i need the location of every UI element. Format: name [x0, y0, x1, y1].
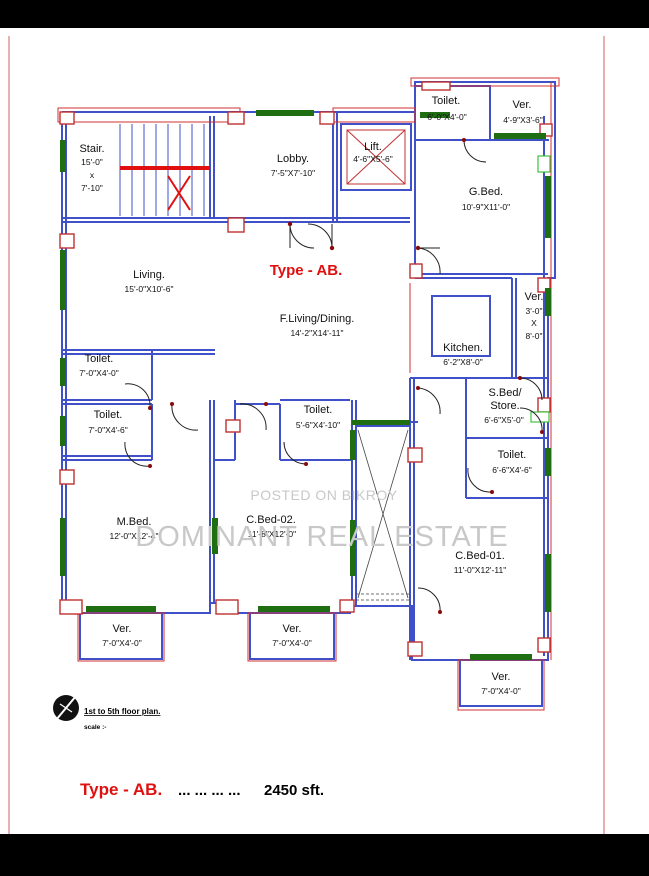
room-g-bed-label: G.Bed. [469, 186, 503, 198]
room-m-bed-label: M.Bed. [117, 516, 152, 528]
room-toilet-c-dim: 5'-6"X4'-10" [296, 420, 340, 430]
windows [60, 110, 551, 660]
room-kitchen-dim: 6'-2"X8'-0" [443, 357, 483, 367]
room-s-bed-label: S.Bed/ [488, 387, 522, 399]
legend-scale: scale :- [84, 724, 106, 731]
north-symbol-icon [53, 695, 79, 721]
room-stair-dim: 15'-0" [81, 157, 103, 167]
plan-type-tag: Type - AB. [270, 262, 343, 279]
room-ver-top-label: Ver. [513, 99, 532, 111]
columns [59, 81, 553, 657]
door-hinges [148, 138, 544, 614]
room-toilet-top-label: Toilet. [432, 95, 461, 107]
room-s-bed-dim: 6'-6"X5'-0" [484, 415, 524, 425]
room-ver-kitchen-label: Ver. [525, 291, 544, 303]
doors [124, 139, 543, 613]
footer-type: Type - AB. [80, 780, 162, 799]
walls [61, 81, 556, 707]
room-c-bed-02-label: C.Bed-02. [246, 514, 296, 526]
room-c-bed-01-dim: 11'-0"X12'-11" [454, 565, 506, 575]
room-ver-c2-label: Ver. [283, 623, 302, 635]
room-c-bed-01-label: C.Bed-01. [455, 550, 505, 562]
room-ver-c1-label: Ver. [492, 671, 511, 683]
room-lift-label: Lift. [364, 141, 382, 153]
legend-floor-title: 1st to 5th floor plan. [84, 707, 160, 716]
room-ver-kitchen-dim-x: X [531, 318, 537, 328]
room-toilet-left-label: Toilet. [85, 353, 114, 365]
room-ver-kitchen-dim-2: 8'-0" [526, 331, 543, 341]
floor-plan-sheet: Stair. 15'-0" x 7'-10" Lobby. 7'-5"X7'-1… [0, 28, 649, 834]
room-living-dim: 15'-0"X10'-6" [125, 284, 174, 294]
room-ver-kitchen-dim: 3'-0" [526, 306, 543, 316]
room-stair-dim-x: x [90, 170, 95, 180]
room-lobby-dim: 7'-5"X7'-10" [271, 168, 315, 178]
room-toilet-top-dim: 6'-0"X4'-0" [427, 112, 467, 122]
duct-shaft [356, 429, 410, 601]
room-f-living-label: F.Living/Dining. [280, 313, 355, 325]
room-ver-c2-dim: 7'-0"X4'-0" [272, 638, 312, 648]
stair-arrows [120, 166, 210, 211]
room-g-bed-dim: 10'-9"X11'-0" [462, 202, 510, 212]
room-living-label: Living. [133, 269, 165, 281]
room-toilet-m-dim: 7'-0"X4'-6" [88, 425, 128, 435]
footer-area: 2450 sft. [264, 782, 324, 799]
room-store-label: Store. [490, 400, 519, 412]
room-ver-top-dim: 4'-9"X3'-6" [503, 115, 543, 125]
room-c-bed-02-dim: 11'-8"X12'-0" [248, 529, 296, 539]
green-markers [530, 155, 551, 423]
lift-shaft [346, 129, 406, 185]
footer-dots: ... ... ... ... [178, 782, 241, 799]
room-m-bed-dim: 12'-0"X12'-4" [110, 531, 159, 541]
room-toilet-left-dim: 7'-0"X4'-0" [79, 368, 119, 378]
room-toilet-r-dim: 6'-6"X4'-6" [492, 465, 532, 475]
watermark-company: DOMINANT REAL ESTATE [135, 521, 508, 553]
room-stair-dim-2: 7'-10" [81, 183, 103, 193]
room-toilet-m-label: Toilet. [94, 409, 123, 421]
room-ver-m-label: Ver. [113, 623, 132, 635]
room-lift-dim: 4'-6"X5'-6" [353, 154, 393, 164]
watermark-posted-on: POSTED ON BIKROY [250, 487, 397, 503]
room-lobby-label: Lobby. [277, 153, 309, 165]
room-ver-c1-dim: 7'-0"X4'-0" [481, 686, 521, 696]
room-kitchen-label: Kitchen. [443, 342, 483, 354]
room-f-living-dim: 14'-2"X14'-11" [290, 328, 343, 338]
room-stair-label: Stair. [79, 143, 104, 155]
room-toilet-r-label: Toilet. [498, 449, 527, 461]
floor-plan-drawing: Stair. 15'-0" x 7'-10" Lobby. 7'-5"X7'-1… [8, 36, 605, 834]
room-toilet-c-label: Toilet. [304, 404, 333, 416]
room-ver-m-dim: 7'-0"X4'-0" [102, 638, 142, 648]
